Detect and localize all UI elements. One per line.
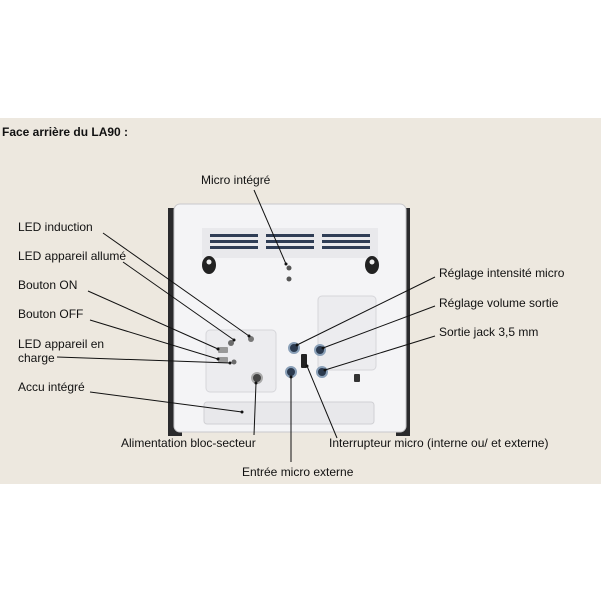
battery-compartment [203,401,375,425]
label-entree-micro: Entrée micro externe [242,465,354,479]
right-recess [317,295,377,371]
mic-intensity-knob [288,342,300,354]
microphone-hole-2 [286,276,292,282]
vent-slots [210,234,370,249]
output-volume-knob [314,344,326,356]
label-sortie-jack: Sortie jack 3,5 mm [439,325,539,339]
label-alimentation: Alimentation bloc-secteur [121,436,256,450]
small-port [354,374,360,382]
button-on [218,347,228,353]
mounting-hole-right [365,256,379,274]
label-led-allume: LED appareil allumé [18,249,127,263]
button-off [218,357,228,363]
label-micro-integre: Micro intégré [201,173,271,187]
external-mic-jack [285,366,297,378]
label-bouton-on: Bouton ON [18,278,78,292]
label-reglage-intensite: Réglage intensité micro [439,266,565,280]
label-reglage-volume: Réglage volume sortie [439,296,559,310]
label-bouton-off: Bouton OFF [18,307,84,321]
mounting-hole-left [202,256,216,274]
led-power-icon [228,340,234,346]
label-led-induction: LED induction [18,220,93,234]
led-charge-icon [231,359,237,365]
label-accu: Accu intégré [18,380,85,394]
left-control-recess [205,329,277,393]
label-interrupteur: Interrupteur micro (interne ou/ et exter… [329,436,549,450]
mic-switch [301,354,307,368]
label-led-charge-line2: charge [18,351,55,365]
jack-output-icon [316,366,328,378]
microphone-hole [286,265,292,271]
power-jack-icon [251,372,263,384]
label-led-charge-line1: LED appareil en [18,337,105,351]
page-title: Face arrière du LA90 : [2,125,129,139]
wifi-induction-icon [248,336,254,342]
